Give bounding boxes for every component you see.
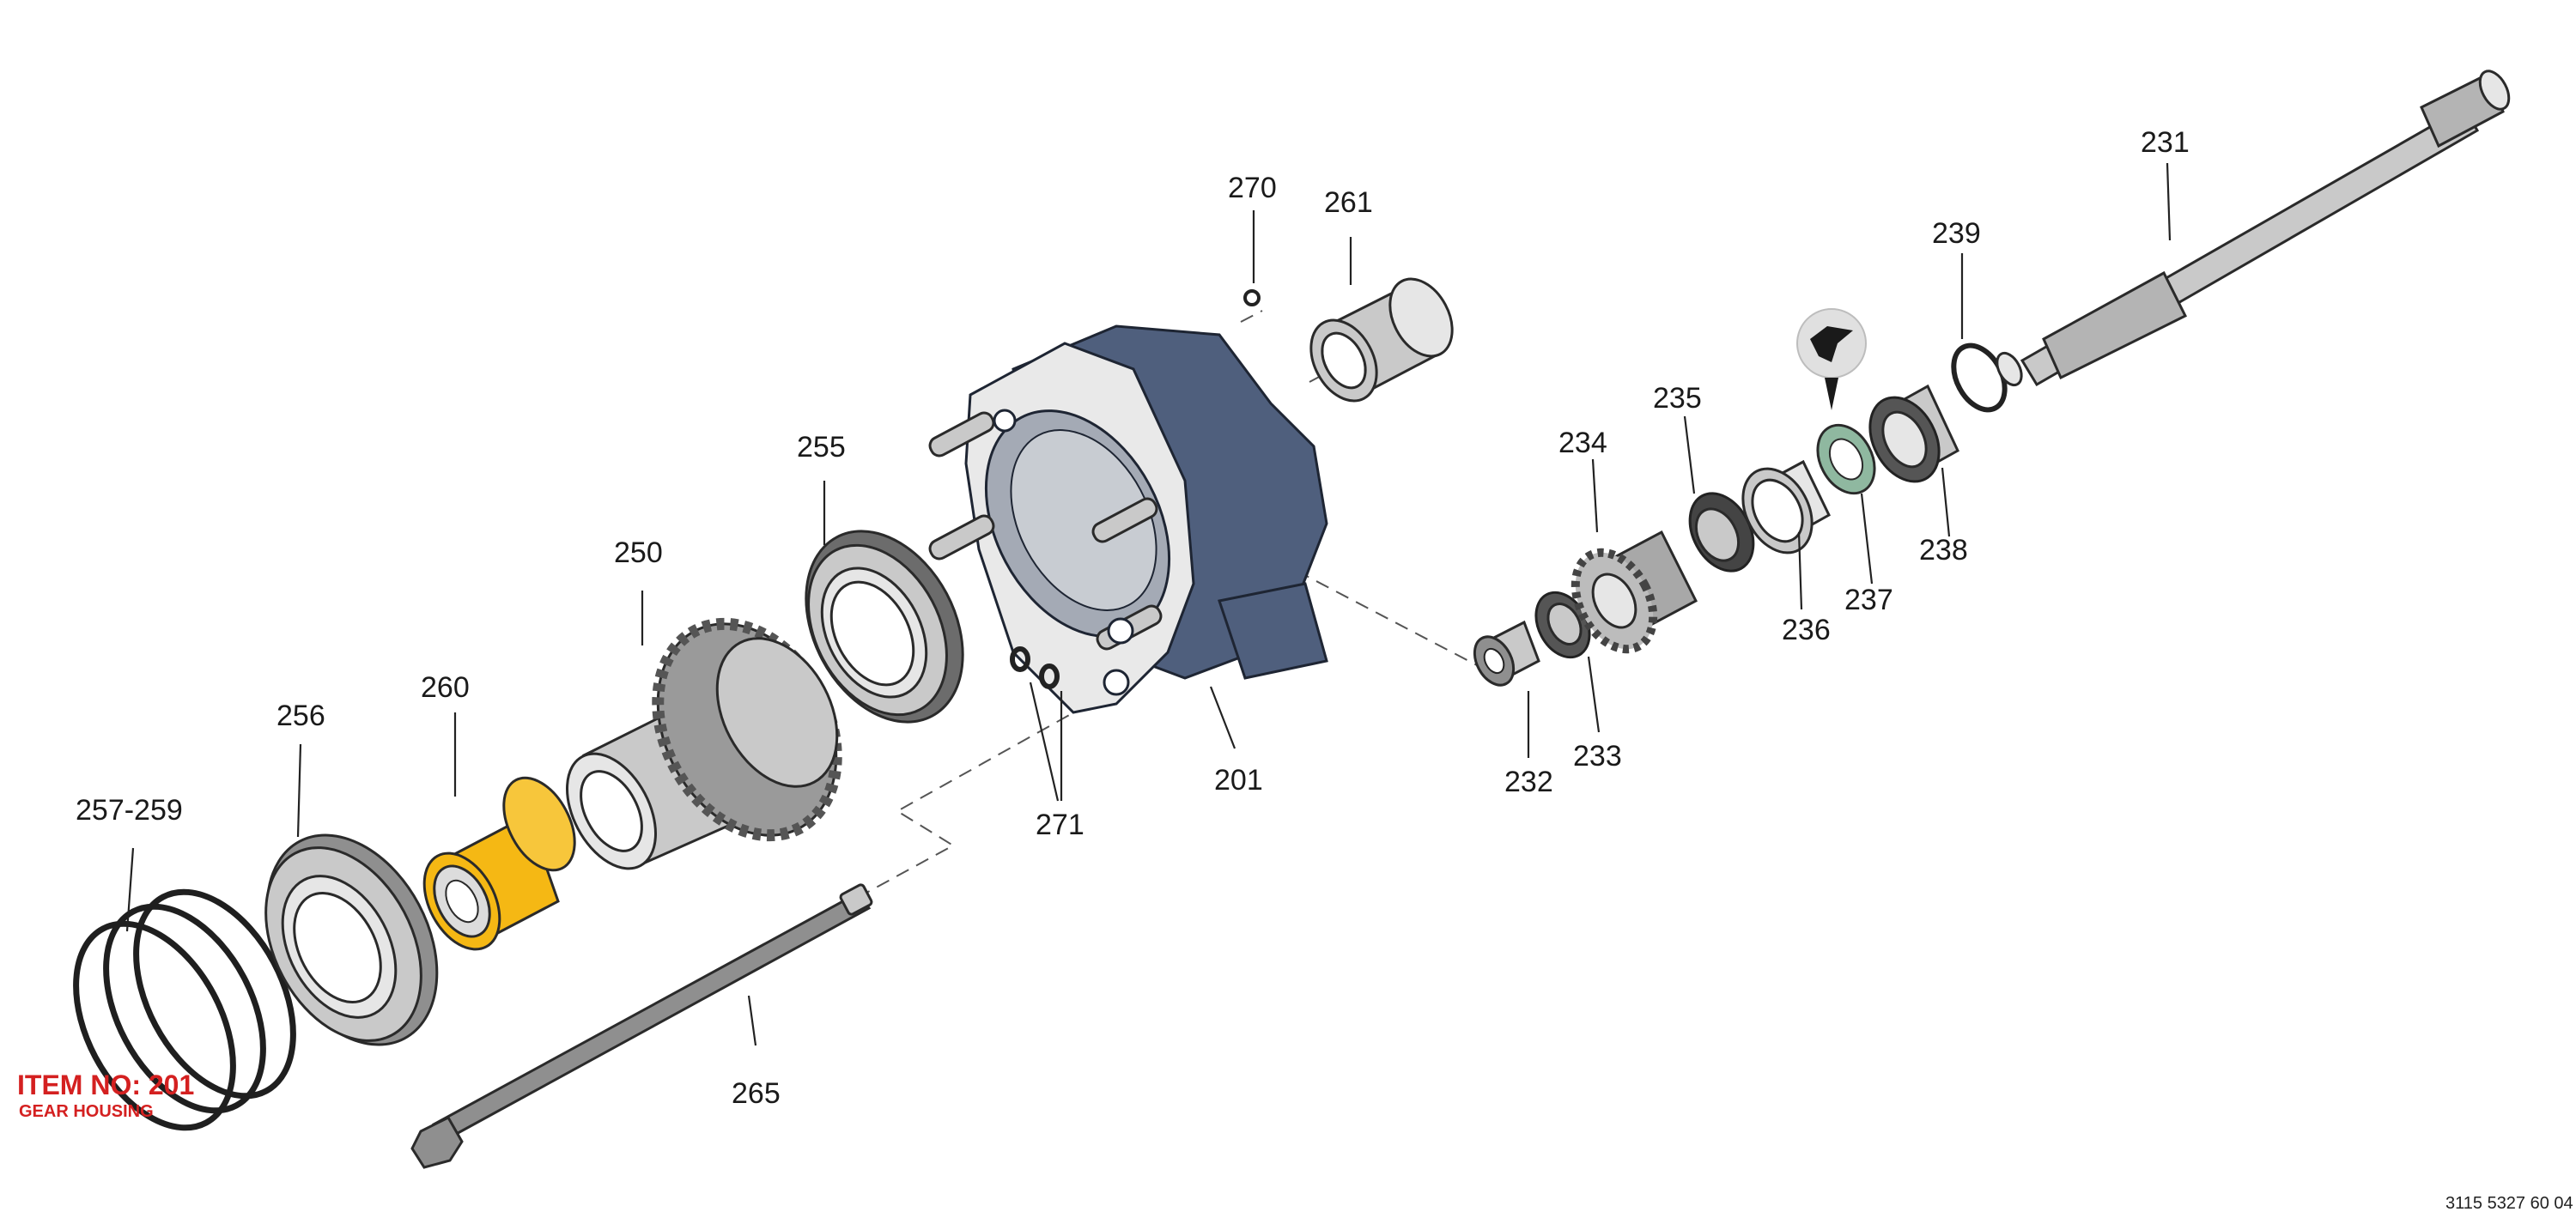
sleeve-236 [1741, 459, 1831, 554]
callout-235: 235 [1653, 382, 1702, 415]
callout-238: 238 [1919, 534, 1968, 567]
callout-labels: 257-259 256 260 250 255 265 201 271 270 … [76, 126, 2190, 1110]
callout-236: 236 [1782, 614, 1831, 646]
callout-257-259: 257-259 [76, 794, 183, 827]
o-rings-271 [1010, 646, 1060, 689]
gear-housing-201 [928, 324, 1328, 714]
item-label: ITEM NO: 201 GEAR HOUSING [17, 1070, 194, 1121]
callout-234: 234 [1558, 427, 1607, 459]
bearing-235 [1688, 492, 1755, 573]
callout-250: 250 [614, 536, 663, 569]
snap-rings-257-259 [73, 888, 296, 1131]
callout-261: 261 [1324, 186, 1373, 219]
document-number: 3115 5327 60 04 [2445, 1194, 2573, 1213]
bearing-232 [1473, 620, 1540, 687]
item-number: ITEM NO: 201 [17, 1070, 194, 1100]
callout-239: 239 [1932, 217, 1981, 250]
leader-lines [125, 162, 2172, 1046]
item-description: GEAR HOUSING [19, 1102, 154, 1121]
bushing-261 [1309, 277, 1454, 403]
tapered-bearing-255 [805, 530, 964, 724]
needle-bearing-260 [422, 776, 576, 951]
callout-231: 231 [2141, 126, 2190, 159]
callout-270: 270 [1228, 172, 1277, 204]
pinion-gear-234 [1571, 530, 1698, 654]
callout-237: 237 [1844, 584, 1893, 616]
drive-shaft-231 [1996, 70, 2511, 387]
long-bolt-265 [410, 883, 873, 1169]
bearing-cup-238 [1868, 384, 1959, 483]
callout-256: 256 [276, 700, 325, 732]
callout-201: 201 [1214, 764, 1263, 797]
plug-270 [1243, 289, 1261, 306]
callout-260: 260 [421, 671, 470, 704]
seal-237 [1816, 423, 1876, 495]
lip-seal-symbol-icon [1796, 308, 1867, 410]
callout-255: 255 [797, 431, 846, 464]
callout-271: 271 [1036, 809, 1084, 841]
bearing-256 [264, 833, 439, 1046]
callout-232: 232 [1504, 766, 1553, 798]
callout-265: 265 [732, 1077, 781, 1110]
gear-hub-250 [566, 617, 842, 870]
callout-233: 233 [1573, 740, 1622, 773]
